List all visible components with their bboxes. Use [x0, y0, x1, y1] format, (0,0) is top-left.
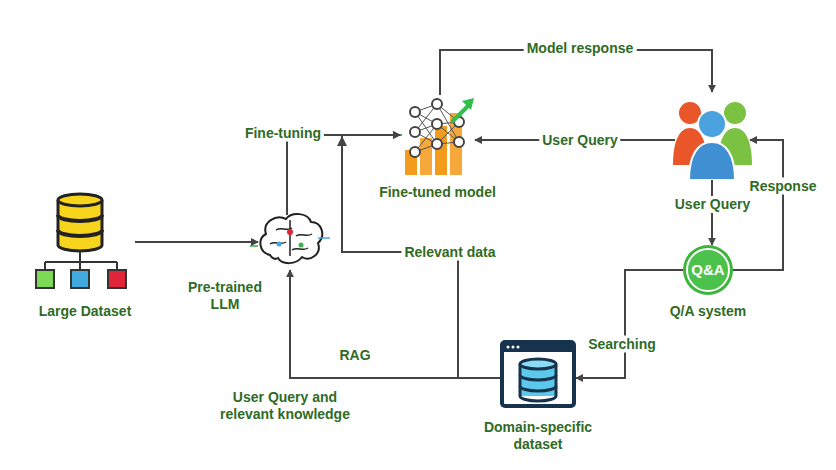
- node-label: Q/A system: [658, 303, 758, 320]
- tree-icon: [36, 251, 126, 288]
- edge-label: Response: [747, 178, 820, 195]
- node-label: Domain-specific dataset: [473, 419, 603, 453]
- users-node: User Query: [675, 92, 750, 180]
- domain-dataset-icon: [502, 342, 574, 406]
- qa-node: Q&AQ/A system: [683, 245, 733, 295]
- flow-arrow: [135, 241, 258, 243]
- edge-label: Model response: [524, 40, 637, 57]
- qa-badge: [683, 245, 733, 295]
- llm-node: Pre-trained LLM: [258, 215, 323, 270]
- flow-arrow: [576, 270, 683, 378]
- edge-label: Fine-tuning: [242, 125, 324, 142]
- node-label: Pre-trained LLM: [180, 279, 270, 313]
- dataset-node: Large Dataset: [35, 195, 135, 290]
- flow-arrow: [290, 270, 500, 378]
- node-label: User Query: [655, 196, 770, 213]
- edge-label: RAG: [336, 347, 373, 364]
- node-label: Large Dataset: [20, 303, 150, 320]
- note-label: User Query and relevant knowledge: [210, 389, 360, 423]
- node-label: Fine-tuned model: [360, 184, 515, 201]
- fine-tuned-model-icon: [397, 98, 474, 175]
- edge-label: Relevant data: [401, 244, 498, 261]
- model-node: Fine-tuned model: [400, 95, 475, 175]
- flow-arrow: [287, 135, 400, 215]
- edge-label: Searching: [585, 336, 659, 353]
- edge-label: User Query: [539, 132, 620, 149]
- flow-arrow: [342, 135, 500, 378]
- flow-arrow: [440, 50, 712, 95]
- badge-text: Q&A: [683, 245, 733, 295]
- domain-dataset-node: Domain-specific dataset: [500, 340, 576, 408]
- brain-icon: [250, 214, 330, 263]
- users-icon: [673, 102, 752, 180]
- database-icon: [58, 194, 102, 251]
